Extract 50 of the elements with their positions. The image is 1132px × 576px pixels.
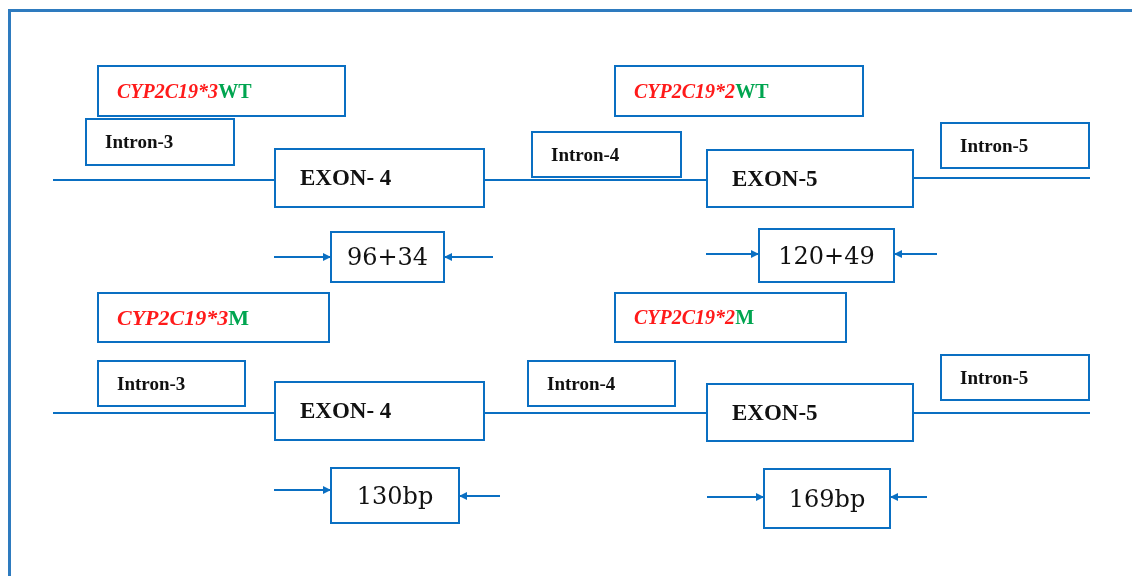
exon-name: EXON- 4 [300, 165, 392, 191]
product-size: 96+34 [346, 243, 429, 271]
primer-arrow [894, 250, 938, 258]
primer-arrow [273, 253, 331, 261]
exon-name: EXON-5 [732, 399, 818, 426]
intron-name: Intron-3 [105, 131, 174, 153]
intron-label [85, 118, 235, 166]
intron-label [531, 131, 682, 178]
allele-name: CYP2C19*2M [634, 306, 754, 329]
product-size-box [330, 467, 460, 524]
gene-line [484, 179, 707, 181]
product-size: 169bp [788, 484, 866, 513]
exon-name: EXON-5 [732, 165, 818, 192]
intron-label [940, 122, 1090, 169]
primer-arrow [890, 493, 928, 501]
intron-label [527, 360, 676, 407]
allele-name: CYP2C19*3M [117, 304, 249, 331]
product-size: 130bp [356, 481, 434, 510]
allele-label [97, 292, 330, 343]
product-size-box [330, 231, 445, 283]
product-size-box [758, 228, 895, 283]
intron-label [97, 360, 246, 407]
gene-line [484, 412, 707, 414]
intron-name: Intron-4 [551, 143, 620, 166]
allele-label [97, 65, 346, 117]
product-size-box [763, 468, 891, 529]
gene-line [913, 177, 1091, 179]
allele-label [614, 292, 847, 343]
gene-line [52, 179, 275, 181]
primer-arrow [706, 493, 764, 501]
intron-name: Intron-3 [117, 372, 186, 395]
primer-arrow [444, 253, 494, 261]
intron-label [940, 354, 1090, 401]
primer-arrow [459, 492, 501, 500]
allele-name: CYP2C19*2WT [634, 79, 769, 103]
intron-name: Intron-5 [960, 366, 1029, 389]
gene-line [52, 412, 275, 414]
gene-line [913, 412, 1091, 414]
allele-label [614, 65, 864, 117]
exon-box [274, 381, 485, 441]
exon-box [274, 148, 485, 208]
product-size: 120+49 [778, 241, 875, 270]
primer-arrow [273, 486, 331, 494]
allele-name: CYP2C19*3WT [117, 79, 252, 103]
intron-name: Intron-4 [547, 372, 616, 395]
exon-box [706, 383, 914, 442]
primer-arrow [705, 250, 759, 258]
exon-name: EXON- 4 [300, 398, 392, 424]
intron-name: Intron-5 [960, 134, 1029, 157]
exon-box [706, 149, 914, 208]
